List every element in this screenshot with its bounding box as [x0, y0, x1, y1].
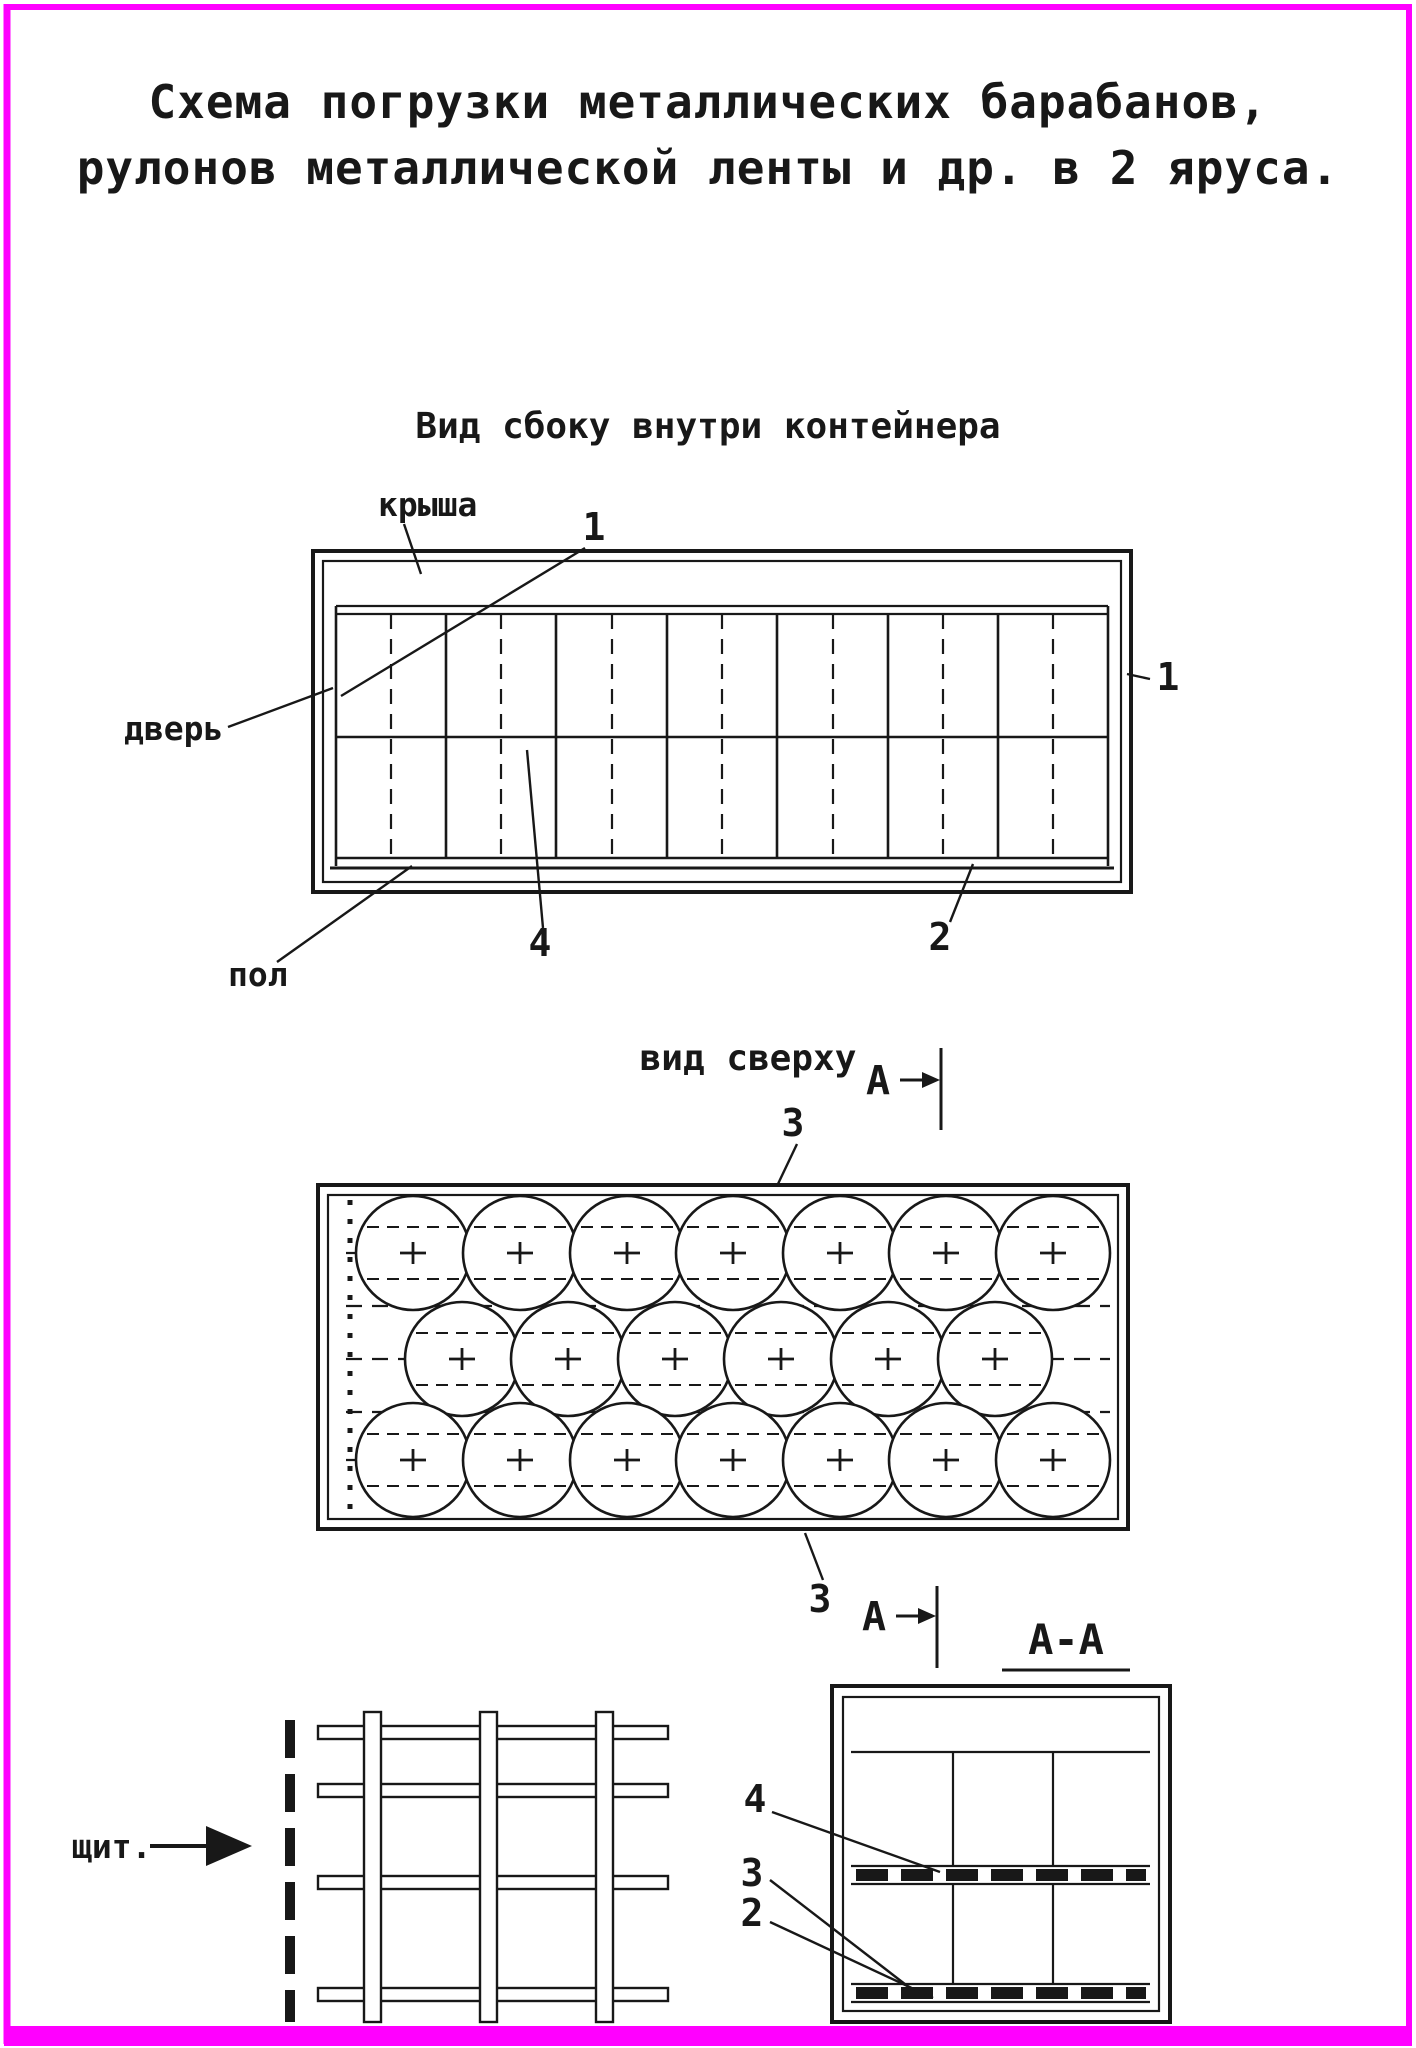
section-aa-title-group: А-А: [1002, 1615, 1130, 1672]
callout-2-aa: 2: [741, 1891, 764, 1935]
callout-1-right: 1: [1157, 655, 1180, 699]
roof-label: крыша: [378, 485, 477, 524]
door-label: дверь: [124, 709, 223, 748]
callout-4-aa: 4: [744, 1777, 767, 1821]
callout-3-bottom: 3: [809, 1577, 832, 1621]
section-aa-title: А-А: [1028, 1615, 1104, 1664]
title-line-2: рулонов металлической ленты и др. в 2 яр…: [77, 141, 1340, 195]
top-view-drawing: [316, 1183, 1130, 1531]
top-view-heading: вид сверху: [640, 1038, 857, 1079]
callout-2-side: 2: [929, 915, 952, 959]
section-aa-drawing: [830, 1684, 1172, 2024]
section-aa-callouts: 4 3 2: [741, 1777, 941, 2000]
section-marker-a-top: А: [866, 1058, 890, 1104]
side-view-heading: Вид сбоку внутри контейнера: [415, 406, 1000, 447]
callout-3-aa: 3: [741, 1851, 764, 1895]
callout-3-top: 3: [782, 1101, 805, 1145]
side-view-callouts: крыша 1 дверь 1 4 2 пол: [124, 485, 1179, 994]
callout-3-top-group: 3: [775, 1101, 805, 1187]
callout-3-bottom-group: 3: [803, 1532, 832, 1621]
shield-arrow-icon: [206, 1826, 252, 1866]
section-marker-top: А: [866, 1048, 943, 1130]
section-marker-bottom: А: [862, 1586, 939, 1668]
side-view-drawing: [311, 549, 1133, 894]
title-line-1: Схема погрузки металлических барабанов,: [148, 75, 1267, 129]
section-marker-a-bottom: А: [862, 1594, 886, 1640]
shield-panel-drawing: щит.: [72, 1710, 670, 2024]
page-border: [3, 4, 1412, 2046]
shield-label: щит.: [72, 1827, 151, 1866]
callout-4-side: 4: [529, 921, 552, 965]
callout-1-top: 1: [583, 505, 606, 549]
